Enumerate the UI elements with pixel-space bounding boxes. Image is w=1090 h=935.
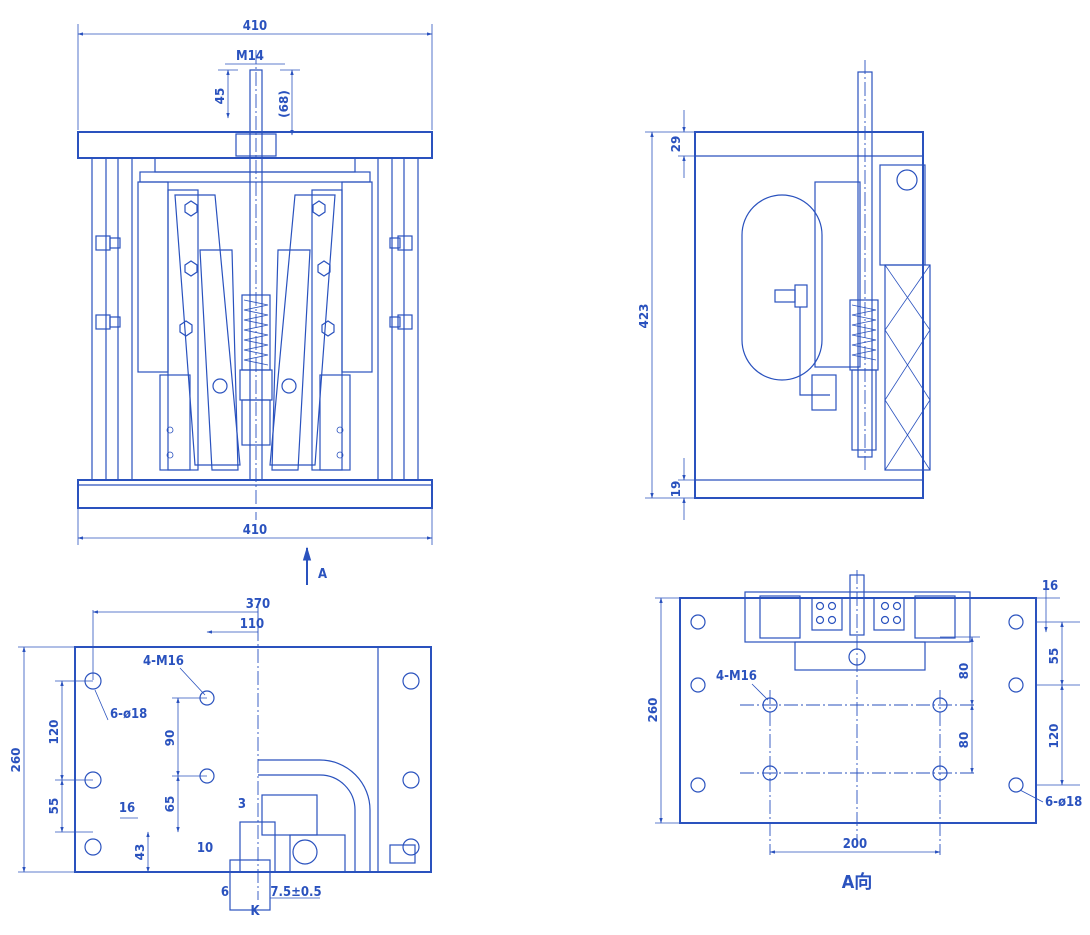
front-view-arrow-label: A	[318, 567, 327, 582]
front-dim-thread: M14	[236, 49, 264, 64]
front-dim-45: 45	[213, 88, 227, 105]
plan-dim-370: 370	[246, 597, 270, 612]
aview-label-hole: 6-ø18	[1045, 795, 1082, 810]
plan-label-hole: 6-ø18	[110, 707, 147, 722]
aview-dim-80a: 80	[957, 663, 971, 680]
plan-dim-55: 55	[47, 798, 61, 815]
plan-dim-65: 65	[163, 796, 177, 813]
plan-dim-tolerance: 7.5±0.5	[270, 885, 321, 900]
front-dim-width-bottom: 410	[243, 523, 267, 538]
plan-label-m16: 4-M16	[143, 654, 184, 669]
front-dim-width-top: 410	[243, 19, 267, 34]
side-dim-top: 29	[669, 136, 683, 153]
plan-dim-120: 120	[47, 719, 61, 744]
plan-dim-6: 6	[221, 885, 229, 900]
plan-view: 370 110 260 120 55 43 16 4-M16 6-ø18	[9, 597, 432, 919]
side-dim-bottom: 19	[669, 481, 683, 498]
side-dim-height: 423	[637, 303, 651, 328]
aview-dim-260: 260	[646, 697, 660, 722]
aview-title: A向	[842, 871, 873, 893]
aview-dim-80b: 80	[957, 732, 971, 749]
plan-dim-3: 3	[238, 797, 246, 812]
plan-dim-260: 260	[9, 747, 23, 772]
aview-dim-16: 16	[1042, 579, 1058, 594]
plan-dim-16: 16	[119, 801, 135, 816]
aview-dim-120: 120	[1047, 723, 1061, 748]
a-view: 260 55 120 16 80 80 200 4-M16 6-ø18 A向	[646, 570, 1082, 893]
aview-label-m16: 4-M16	[716, 669, 757, 684]
plan-dim-k: K	[250, 904, 260, 919]
aview-dim-200: 200	[843, 837, 867, 852]
plan-dim-90: 90	[163, 730, 177, 747]
plan-dim-10: 10	[197, 841, 213, 856]
plan-dim-110: 110	[240, 617, 264, 632]
front-view: 410 M14 45 (68)	[77, 19, 433, 585]
plan-dim-43: 43	[133, 844, 147, 861]
front-dim-68: (68)	[277, 90, 291, 118]
aview-dim-55: 55	[1047, 648, 1061, 665]
side-view: 423 29 19	[637, 60, 931, 520]
